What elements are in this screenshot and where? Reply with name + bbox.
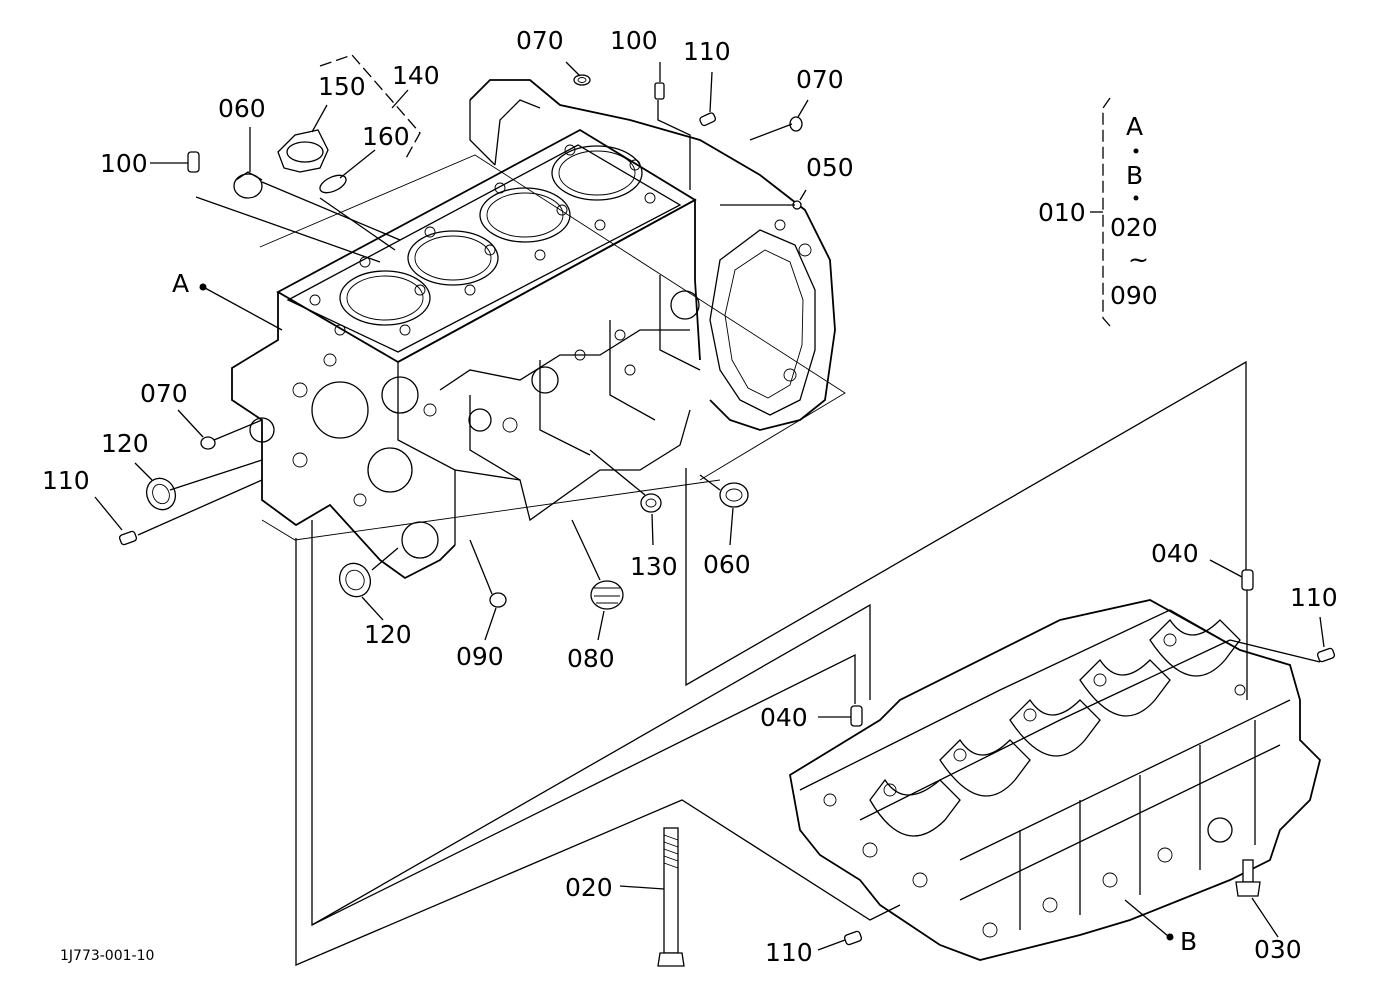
label-060-top: 060 (218, 94, 266, 123)
plug-080 (590, 580, 624, 610)
label-070-left: 070 (140, 379, 188, 408)
label-100-left: 100 (100, 149, 148, 178)
label-160: 160 (362, 122, 410, 151)
dowel-pin-100-left (187, 151, 200, 173)
bracket-140 (319, 54, 421, 161)
bracket-label-b: B (1126, 161, 1143, 190)
label-110-right: 110 (1290, 583, 1338, 612)
crankcase-lower (789, 599, 1321, 961)
pin-110-bottom (843, 930, 863, 946)
label-020: 020 (565, 873, 613, 902)
ref-label-b: B (1180, 927, 1197, 956)
plug-060-top (233, 171, 263, 199)
label-070-top: 070 (516, 26, 564, 55)
pin-110-left (118, 530, 138, 546)
bracket-label-090: 090 (1110, 281, 1158, 310)
ref-dot-a (199, 283, 207, 291)
pin-110-right (1316, 647, 1336, 663)
label-110-top: 110 (683, 37, 731, 66)
o-ring-160 (319, 174, 347, 194)
label-110-left: 110 (42, 466, 90, 495)
bracket-010 (1090, 97, 1111, 327)
leader-lines (94, 61, 1325, 966)
label-030: 030 (1254, 935, 1302, 964)
plug-070-right (789, 116, 803, 132)
oil-seal-120-bottom (338, 562, 372, 598)
label-130: 130 (630, 552, 678, 581)
label-090: 090 (456, 642, 504, 671)
label-040-mid: 040 (760, 703, 808, 732)
drawing-id: 1J773-001-10 (60, 948, 154, 964)
dowel-pin-100-top (654, 82, 665, 100)
cylinder-block-upper (231, 79, 846, 580)
bolt-030 (1235, 859, 1261, 897)
ref-dot-b (1166, 933, 1174, 941)
label-150: 150 (318, 72, 366, 101)
bracket-label-tilde: ~ (1128, 245, 1149, 274)
plug-070-left (200, 436, 216, 450)
plug-070-top (573, 74, 591, 86)
pin-110-top (699, 112, 717, 127)
bracket-dot-2 (1133, 195, 1139, 201)
callout-labels: 070 100 110 070 140 150 060 160 100 050 … (42, 26, 1338, 967)
plug-130 (640, 493, 662, 513)
label-080: 080 (567, 644, 615, 673)
plug-090 (489, 592, 507, 608)
label-070-right: 070 (796, 65, 844, 94)
label-040-right: 040 (1151, 539, 1199, 568)
bracket-dot-1 (1133, 148, 1139, 154)
label-100-top: 100 (610, 26, 658, 55)
label-140: 140 (392, 61, 440, 90)
oil-seal-120-left (145, 477, 177, 511)
dowel-pin-040-mid (850, 705, 863, 727)
plug-060-right (719, 482, 749, 508)
ref-label-a: A (172, 269, 189, 298)
label-120-left: 120 (101, 429, 149, 458)
bracket-label-020: 020 (1110, 213, 1158, 242)
bolt-020 (657, 827, 685, 967)
label-120-bottom: 120 (364, 620, 412, 649)
label-060-right: 060 (703, 550, 751, 579)
dowel-pin-040-right (1241, 569, 1254, 591)
bracket-label-a: A (1126, 112, 1143, 141)
label-010: 010 (1038, 198, 1086, 227)
oil-filler-cap-150 (277, 129, 329, 173)
label-110-bottom: 110 (765, 938, 813, 967)
label-050: 050 (806, 153, 854, 182)
